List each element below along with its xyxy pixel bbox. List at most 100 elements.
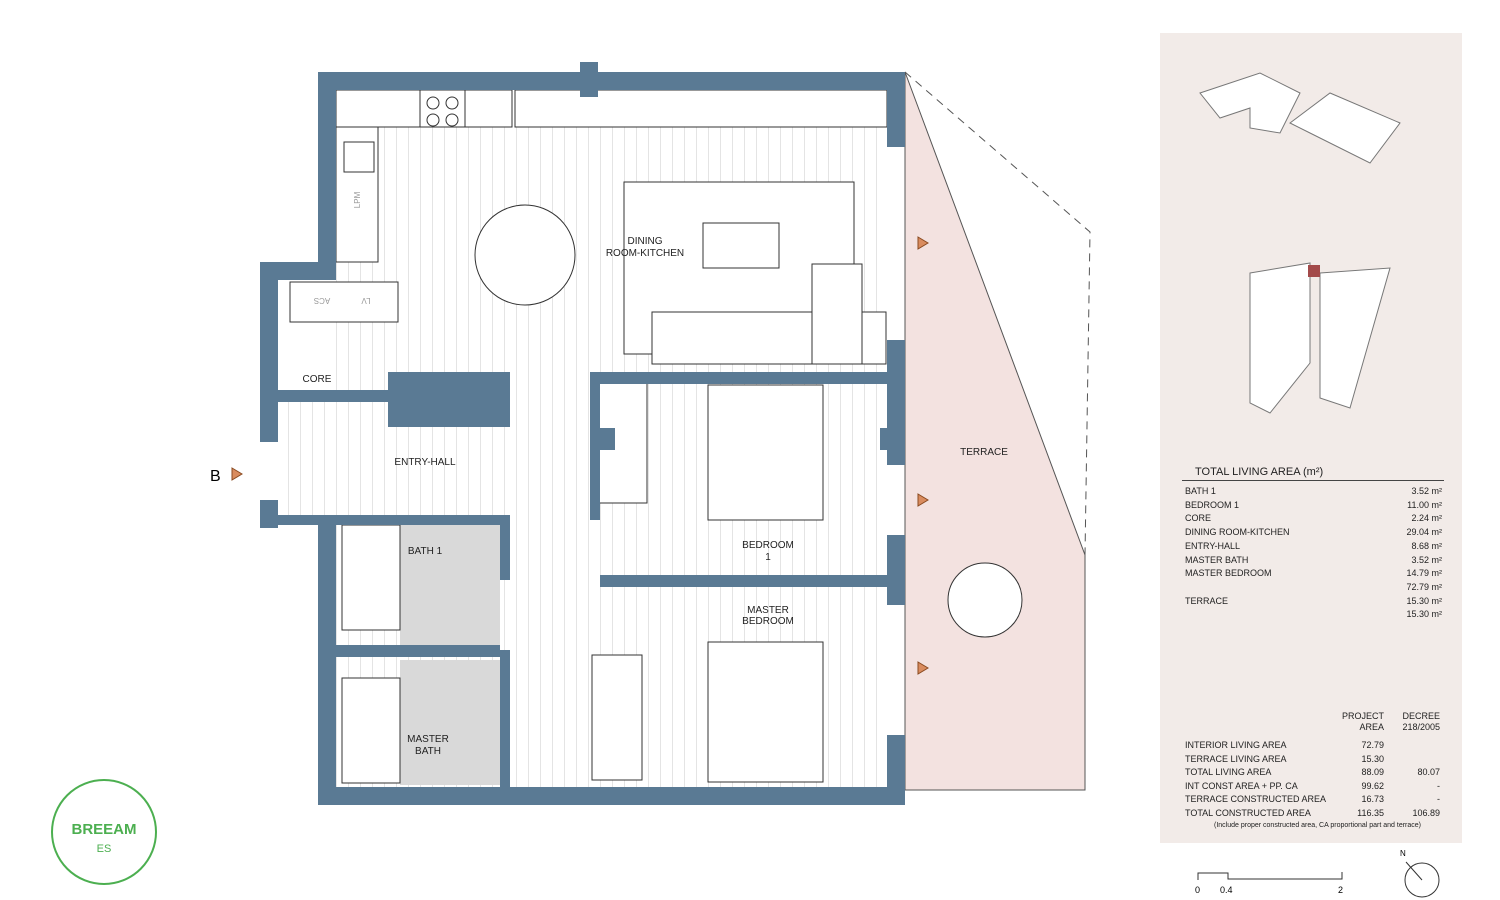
terrace-table (947, 562, 1023, 638)
label-acs: ACS (314, 296, 330, 305)
breeam-logo: BREEAM ES (51, 779, 157, 885)
scale-0: 0 (1195, 885, 1200, 895)
label-master-2: BEDROOM (742, 616, 794, 627)
summary-decree: 106.89 (1412, 807, 1440, 818)
label-dining-2: ROOM-KITCHEN (606, 248, 684, 259)
area-value: 15.30 m² (1406, 609, 1442, 620)
entrance-arrow-icon (231, 467, 243, 481)
summary-row: TERRACE CONSTRUCTED AREA 16.73 - (1185, 794, 1442, 806)
floor-entry (278, 400, 338, 515)
area-row: 72.79 m² (1185, 582, 1442, 592)
label-masterbath: MASTER (407, 734, 449, 745)
dining-table (474, 204, 576, 306)
summary-project: 15.30 (1361, 753, 1384, 764)
area-table-divider (1182, 480, 1444, 481)
core-room (289, 281, 399, 323)
summary-name: TERRACE CONSTRUCTED AREA (1185, 794, 1327, 804)
scale-04: 0.4 (1220, 885, 1233, 895)
kitchen-counter (335, 89, 888, 263)
summary-project: 16.73 (1361, 794, 1384, 804)
north-compass-icon (1404, 861, 1440, 898)
area-value: 15.30 m² (1406, 595, 1442, 606)
summary-name: INT CONST AREA + PP. CA (1185, 780, 1298, 791)
building-key-plan (1199, 72, 1401, 414)
summary-note: (Include proper constructed area, CA pro… (1214, 822, 1422, 829)
summary-decree: 80.07 (1417, 767, 1440, 777)
area-value: 2.24 m² (1411, 513, 1442, 524)
terrace-dashed-outline (904, 71, 1091, 556)
room-labels: DINING ROOM-KITCHEN CORE ENTRY-HALL BATH… (303, 191, 1009, 757)
area-value: 11.00 m² (1407, 499, 1442, 510)
label-lpm: LPM (353, 191, 362, 208)
summary-project: 88.09 (1361, 767, 1384, 777)
label-entry: ENTRY-HALL (394, 457, 456, 468)
area-table-title: TOTAL LIVING AREA (m²) (1195, 466, 1324, 478)
walls (260, 62, 905, 805)
summary-name: TOTAL CONSTRUCTED AREA (1185, 807, 1311, 818)
info-panel (1160, 33, 1462, 843)
summary-project: 116.35 (1357, 807, 1384, 818)
area-row: MASTER BATH 3.52 m² (1185, 555, 1442, 565)
bath1-room (341, 524, 401, 631)
window-arrow-icons (917, 236, 929, 675)
summary-name: INTERIOR LIVING AREA (1185, 740, 1287, 750)
svg-text:BREEAM: BREEAM (71, 821, 136, 838)
summary-row: TERRACE LIVING AREA 15.30 (1185, 754, 1442, 766)
summary-project: 72.79 (1361, 740, 1384, 750)
area-name: ENTRY-HALL (1185, 540, 1241, 551)
bath1-floor (400, 525, 500, 645)
label-terrace: TERRACE (960, 447, 1008, 458)
bed-bedroom1 (707, 384, 824, 521)
scale-bar (1197, 872, 1343, 880)
masterbath-room (341, 677, 401, 784)
entrance-marker-label: B (210, 468, 221, 485)
area-row: BATH 1 3.52 m² (1185, 486, 1442, 496)
terrace-area (904, 71, 1086, 791)
label-core: CORE (303, 374, 332, 385)
area-row: TERRACE 15.30 m² (1185, 596, 1442, 606)
area-name: TERRACE (1185, 595, 1229, 606)
area-row: BEDROOM 1 11.00 m² (1185, 500, 1442, 510)
label-lv: LV (361, 296, 371, 305)
label-master: MASTER (747, 605, 789, 616)
summary-row: INT CONST AREA + PP. CA 99.62 - (1185, 781, 1442, 793)
scale-2: 2 (1338, 885, 1343, 895)
area-value: 14.79 m² (1406, 568, 1442, 579)
area-row: 15.30 m² (1185, 609, 1442, 619)
area-row: MASTER BEDROOM 14.79 m² (1185, 568, 1442, 578)
north-label: N (1400, 849, 1406, 858)
area-row: ENTRY-HALL 8.68 m² (1185, 541, 1442, 551)
area-value: 72.79 m² (1406, 581, 1442, 592)
area-name: CORE (1185, 513, 1212, 524)
area-name: BATH 1 (1185, 486, 1216, 496)
area-name: MASTER BEDROOM (1185, 568, 1272, 579)
label-masterbath-2: BATH (415, 746, 441, 757)
area-value: 3.52 m² (1411, 486, 1442, 496)
label-dining: DINING (628, 236, 663, 247)
label-bedroom1-2: 1 (765, 552, 771, 563)
svg-text:ES: ES (97, 843, 112, 855)
summary-name: TOTAL LIVING AREA (1185, 767, 1272, 777)
summary-row: INTERIOR LIVING AREA 72.79 (1185, 740, 1442, 752)
summary-decree: - (1437, 794, 1440, 804)
area-name: BEDROOM 1 (1185, 499, 1240, 510)
label-bedroom1: BEDROOM (742, 540, 794, 551)
summary-row: TOTAL LIVING AREA 88.09 80.07 (1185, 767, 1442, 779)
living-sofa (623, 181, 887, 365)
masterbath-floor (400, 660, 500, 785)
summary-name: TERRACE LIVING AREA (1185, 753, 1287, 764)
area-value: 29.04 m² (1406, 527, 1442, 538)
summary-row: TOTAL CONSTRUCTED AREA 116.35 106.89 (1185, 808, 1442, 820)
summary-project: 99.62 (1361, 780, 1384, 791)
area-name: DINING ROOM-KITCHEN (1185, 527, 1290, 538)
area-row: DINING ROOM-KITCHEN 29.04 m² (1185, 527, 1442, 537)
area-name: MASTER BATH (1185, 554, 1249, 565)
summary-decree: - (1437, 780, 1440, 791)
area-value: 3.52 m² (1411, 554, 1442, 565)
bed-master (707, 641, 824, 783)
label-bath1: BATH 1 (408, 546, 443, 557)
area-value: 8.68 m² (1411, 540, 1442, 551)
